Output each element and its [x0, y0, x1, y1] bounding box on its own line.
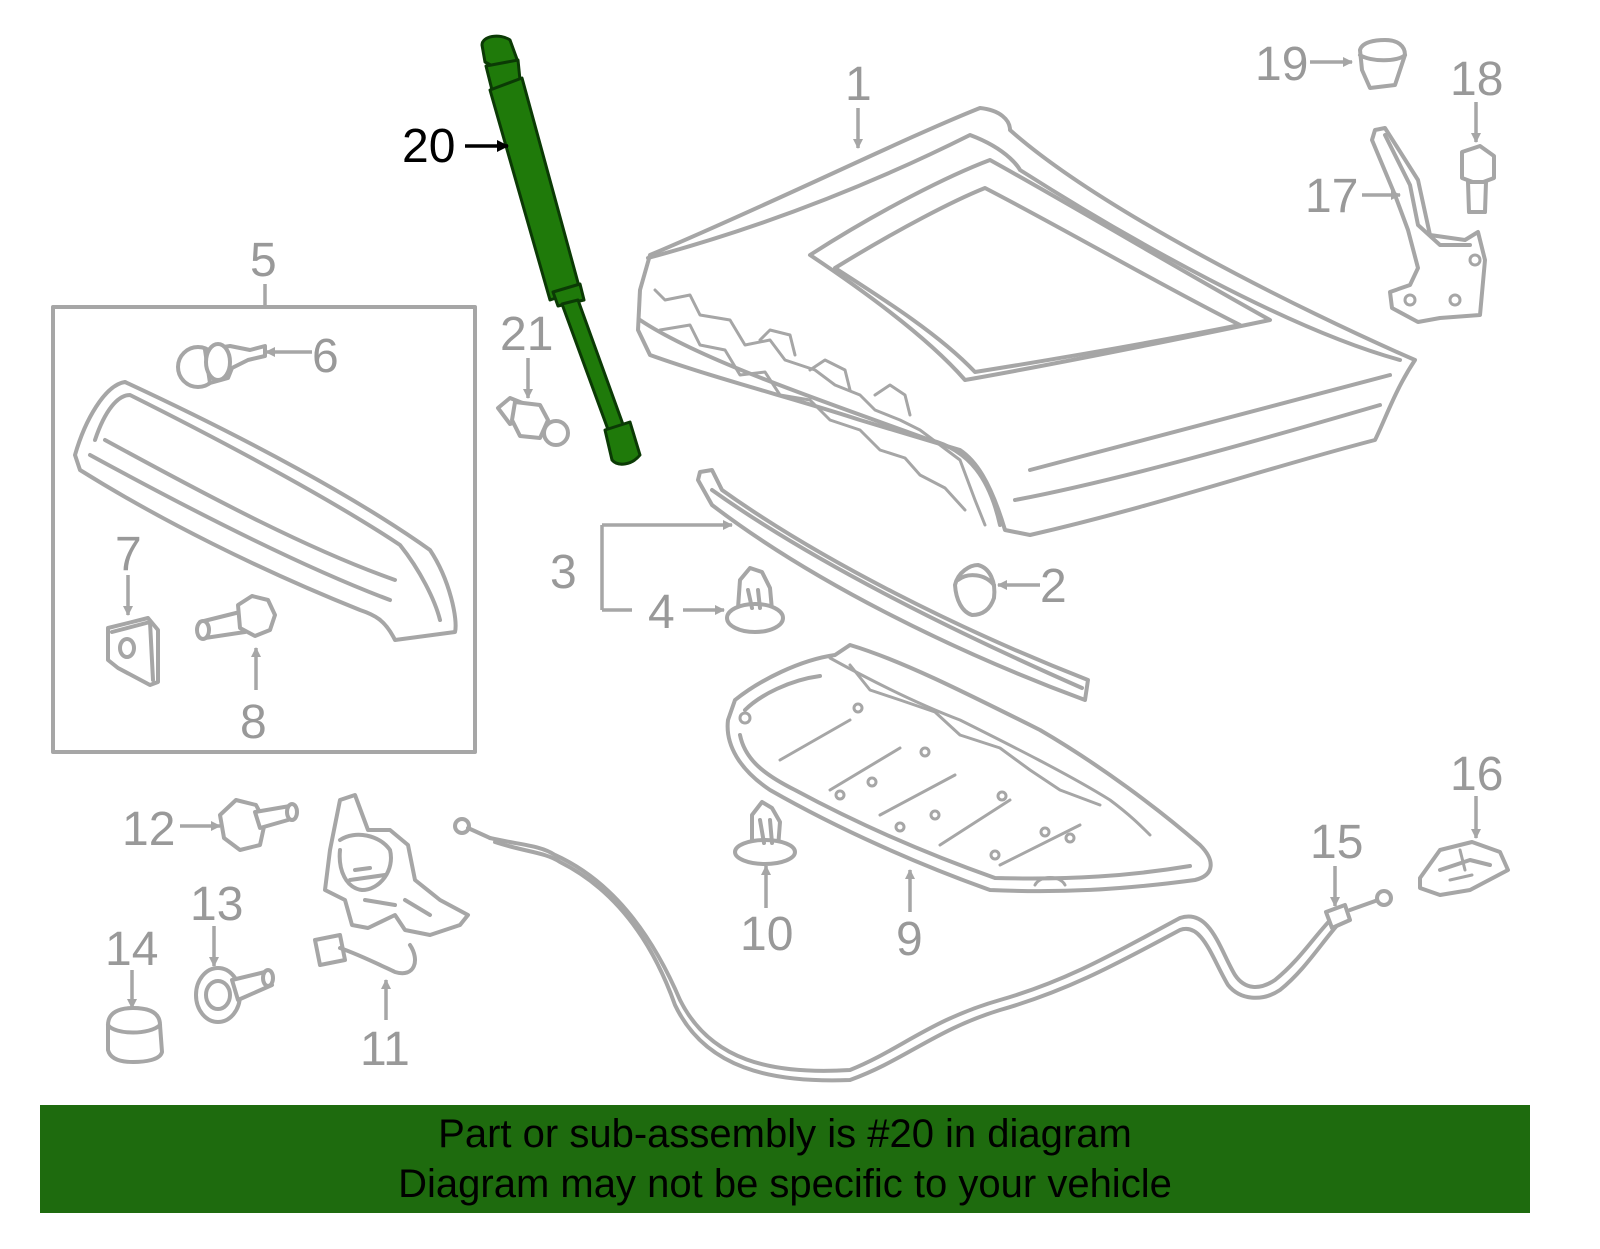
label-20: 20 [402, 120, 455, 173]
bumper-stop-part-21[interactable] [496, 396, 570, 447]
clip-part-10[interactable] [733, 800, 797, 866]
bolt-part-8[interactable] [195, 594, 277, 641]
bolt-part-18[interactable] [1460, 144, 1496, 214]
hood-part-1[interactable] [636, 106, 1417, 537]
label-5: 5 [250, 234, 277, 287]
label-4: 4 [648, 586, 675, 639]
clip-part-4[interactable] [725, 566, 785, 634]
label-3: 3 [550, 546, 577, 599]
label-10: 10 [740, 908, 793, 961]
seal-part-3[interactable] [696, 468, 1090, 702]
label-1: 1 [845, 58, 872, 111]
label-17: 17 [1305, 170, 1358, 223]
bolt-part-13[interactable] [194, 966, 275, 1024]
label-6: 6 [312, 330, 339, 383]
release-cable-part-15[interactable] [453, 817, 1393, 1083]
plug-part-14[interactable] [106, 1006, 164, 1064]
insulator-part-9[interactable] [725, 643, 1213, 894]
label-19: 19 [1255, 38, 1308, 91]
label-13: 13 [190, 878, 243, 931]
hood-lift-strut-part-20[interactable] [480, 34, 642, 466]
label-2: 2 [1040, 560, 1067, 613]
nut-part-7[interactable] [106, 616, 160, 687]
cap-part-19[interactable] [1358, 38, 1407, 90]
label-9: 9 [896, 913, 923, 966]
hinge-part-17[interactable] [1370, 126, 1487, 324]
label-18: 18 [1450, 53, 1503, 106]
bolt-part-12[interactable] [218, 798, 299, 852]
label-14: 14 [105, 923, 158, 976]
cushion-part-2[interactable] [953, 563, 997, 617]
release-handle-part-16[interactable] [1418, 840, 1510, 897]
label-15: 15 [1310, 816, 1363, 869]
banner-line-1: Part or sub-assembly is #20 in diagram [438, 1112, 1132, 1156]
banner-line-2: Diagram may not be specific to your vehi… [398, 1162, 1172, 1206]
label-11: 11 [360, 1023, 410, 1076]
label-12: 12 [122, 803, 175, 856]
label-16: 16 [1450, 748, 1503, 801]
latch-part-11[interactable] [313, 793, 470, 976]
info-banner: Part or sub-assembly is #20 in diagram D… [40, 1105, 1530, 1213]
hood-scoop-part-5[interactable] [73, 380, 458, 642]
label-8: 8 [240, 696, 267, 749]
retainer-part-6[interactable] [176, 342, 267, 389]
label-21: 21 [500, 308, 553, 361]
label-7: 7 [115, 528, 142, 581]
